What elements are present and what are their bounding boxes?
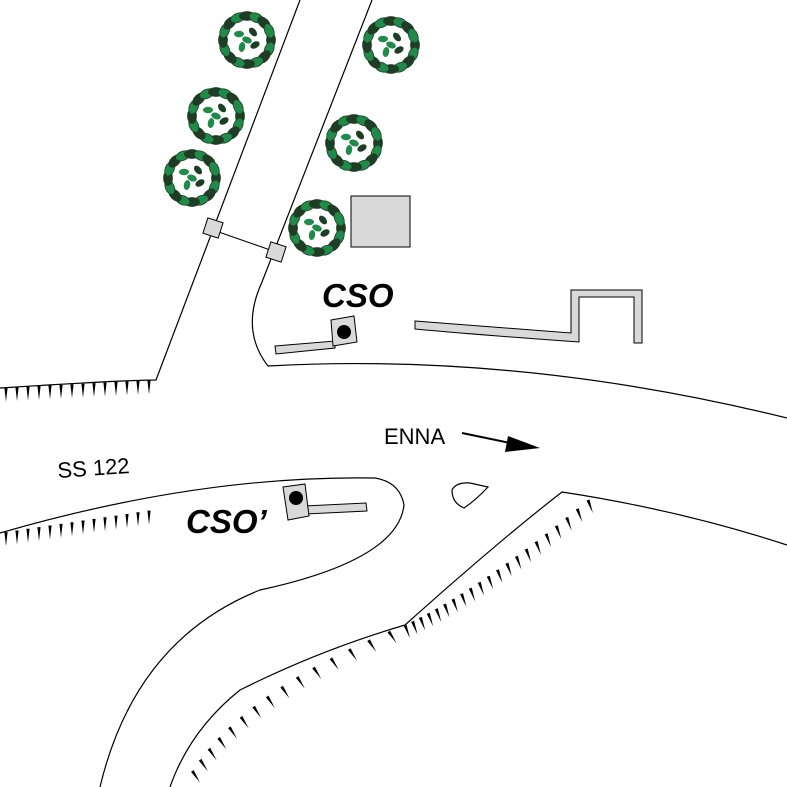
station-north-wall [274,340,336,355]
hachure-tick [451,598,458,613]
station-south-wall [303,502,368,515]
station-north-barrier [414,289,643,344]
hachure-tick [147,510,151,525]
station-north [274,289,643,355]
hachure-tick [114,382,118,397]
hachure-tick [15,387,19,402]
hachure-tick [48,385,52,400]
hachure-tick [37,386,41,400]
hachure-tick [544,533,552,547]
hachure-tick [312,666,322,680]
tree-canopy-icon [187,87,245,145]
hachure-tick [486,575,494,590]
hachure-tick [217,737,227,750]
hachure-tick [443,603,450,618]
tree-canopy-icon [218,11,276,69]
hachure-tick [505,562,512,577]
hachure-tick [534,541,541,555]
hachure-tick [524,548,532,563]
hachure-tick [191,770,201,783]
direction-label: ENNA [384,424,445,449]
hachure-tick [403,624,410,639]
embankment-hachures [4,380,593,783]
hachure-tick [265,695,275,709]
hachure-tick [347,648,357,661]
bridge-connector [202,217,287,263]
hachure-tick [387,630,397,644]
hachure-tick [26,528,30,543]
hachure-tick [92,383,96,398]
hachure-tick [565,516,572,531]
hachure-tick [460,593,467,607]
tree-canopy-icon [288,199,346,257]
hachure-tick [239,715,249,729]
filled-dot-icon [337,325,351,339]
hachure-tick [70,384,74,399]
hachure-tick [367,639,377,652]
bridge-pillar-east [265,241,287,263]
filled-dot-icon [289,491,303,505]
hachure-tick [114,515,118,530]
hachure-tick [411,620,418,635]
building [350,195,411,248]
hachure-tick [15,530,19,545]
station-north-label: CSO [322,277,394,314]
hachure-tick [103,517,107,532]
hachure-tick [495,569,503,584]
main-road-south-edge-east [169,491,787,787]
hachure-tick [147,380,151,395]
hachure-tick [26,386,30,401]
side-road-right-edge [251,0,787,419]
hachure-tick [295,676,305,689]
hachure-tick [70,522,74,537]
station-south-label: CSO’ [186,503,268,540]
hachure-tick [136,380,140,395]
side-road-left-edge [0,0,301,389]
hachure-tick [59,384,63,399]
hachure-tick [586,499,593,514]
hachure-tick [477,581,485,596]
station-south [282,483,368,521]
hachure-tick [554,525,562,539]
tree-group [163,11,420,257]
hachure-tick [418,616,426,631]
hachure-tick [514,555,522,570]
hachure-tick [280,685,290,699]
hachure-tick [136,512,140,527]
hachure-tick [48,525,52,540]
hachure-tick [468,587,476,602]
bridge-pillar-west [202,217,224,239]
tree-canopy-icon [362,16,420,74]
traffic-island [451,482,490,509]
hachure-tick [198,758,208,772]
hachure-tick [125,513,129,528]
main-road-south-edge-west [0,477,405,787]
hachure-tick [81,383,85,398]
hachure-tick [125,381,129,396]
hachure-tick [59,523,63,538]
hachure-tick [575,508,583,523]
hachure-tick [434,608,442,622]
hachure-tick [81,520,85,535]
tree-canopy-icon [325,114,383,172]
hachure-tick [92,518,96,533]
hachure-tick [4,532,8,547]
hachure-tick [228,726,238,739]
arrow-right-icon [461,432,540,452]
hachure-tick [252,705,262,719]
tree-canopy-icon [163,149,221,207]
hachure-tick [4,387,8,402]
hachure-tick [37,527,41,542]
hachure-tick [329,657,339,670]
road-label: SS 122 [57,453,131,483]
hachure-tick [426,612,434,627]
hachure-tick [207,747,217,761]
hachure-tick [103,382,107,397]
